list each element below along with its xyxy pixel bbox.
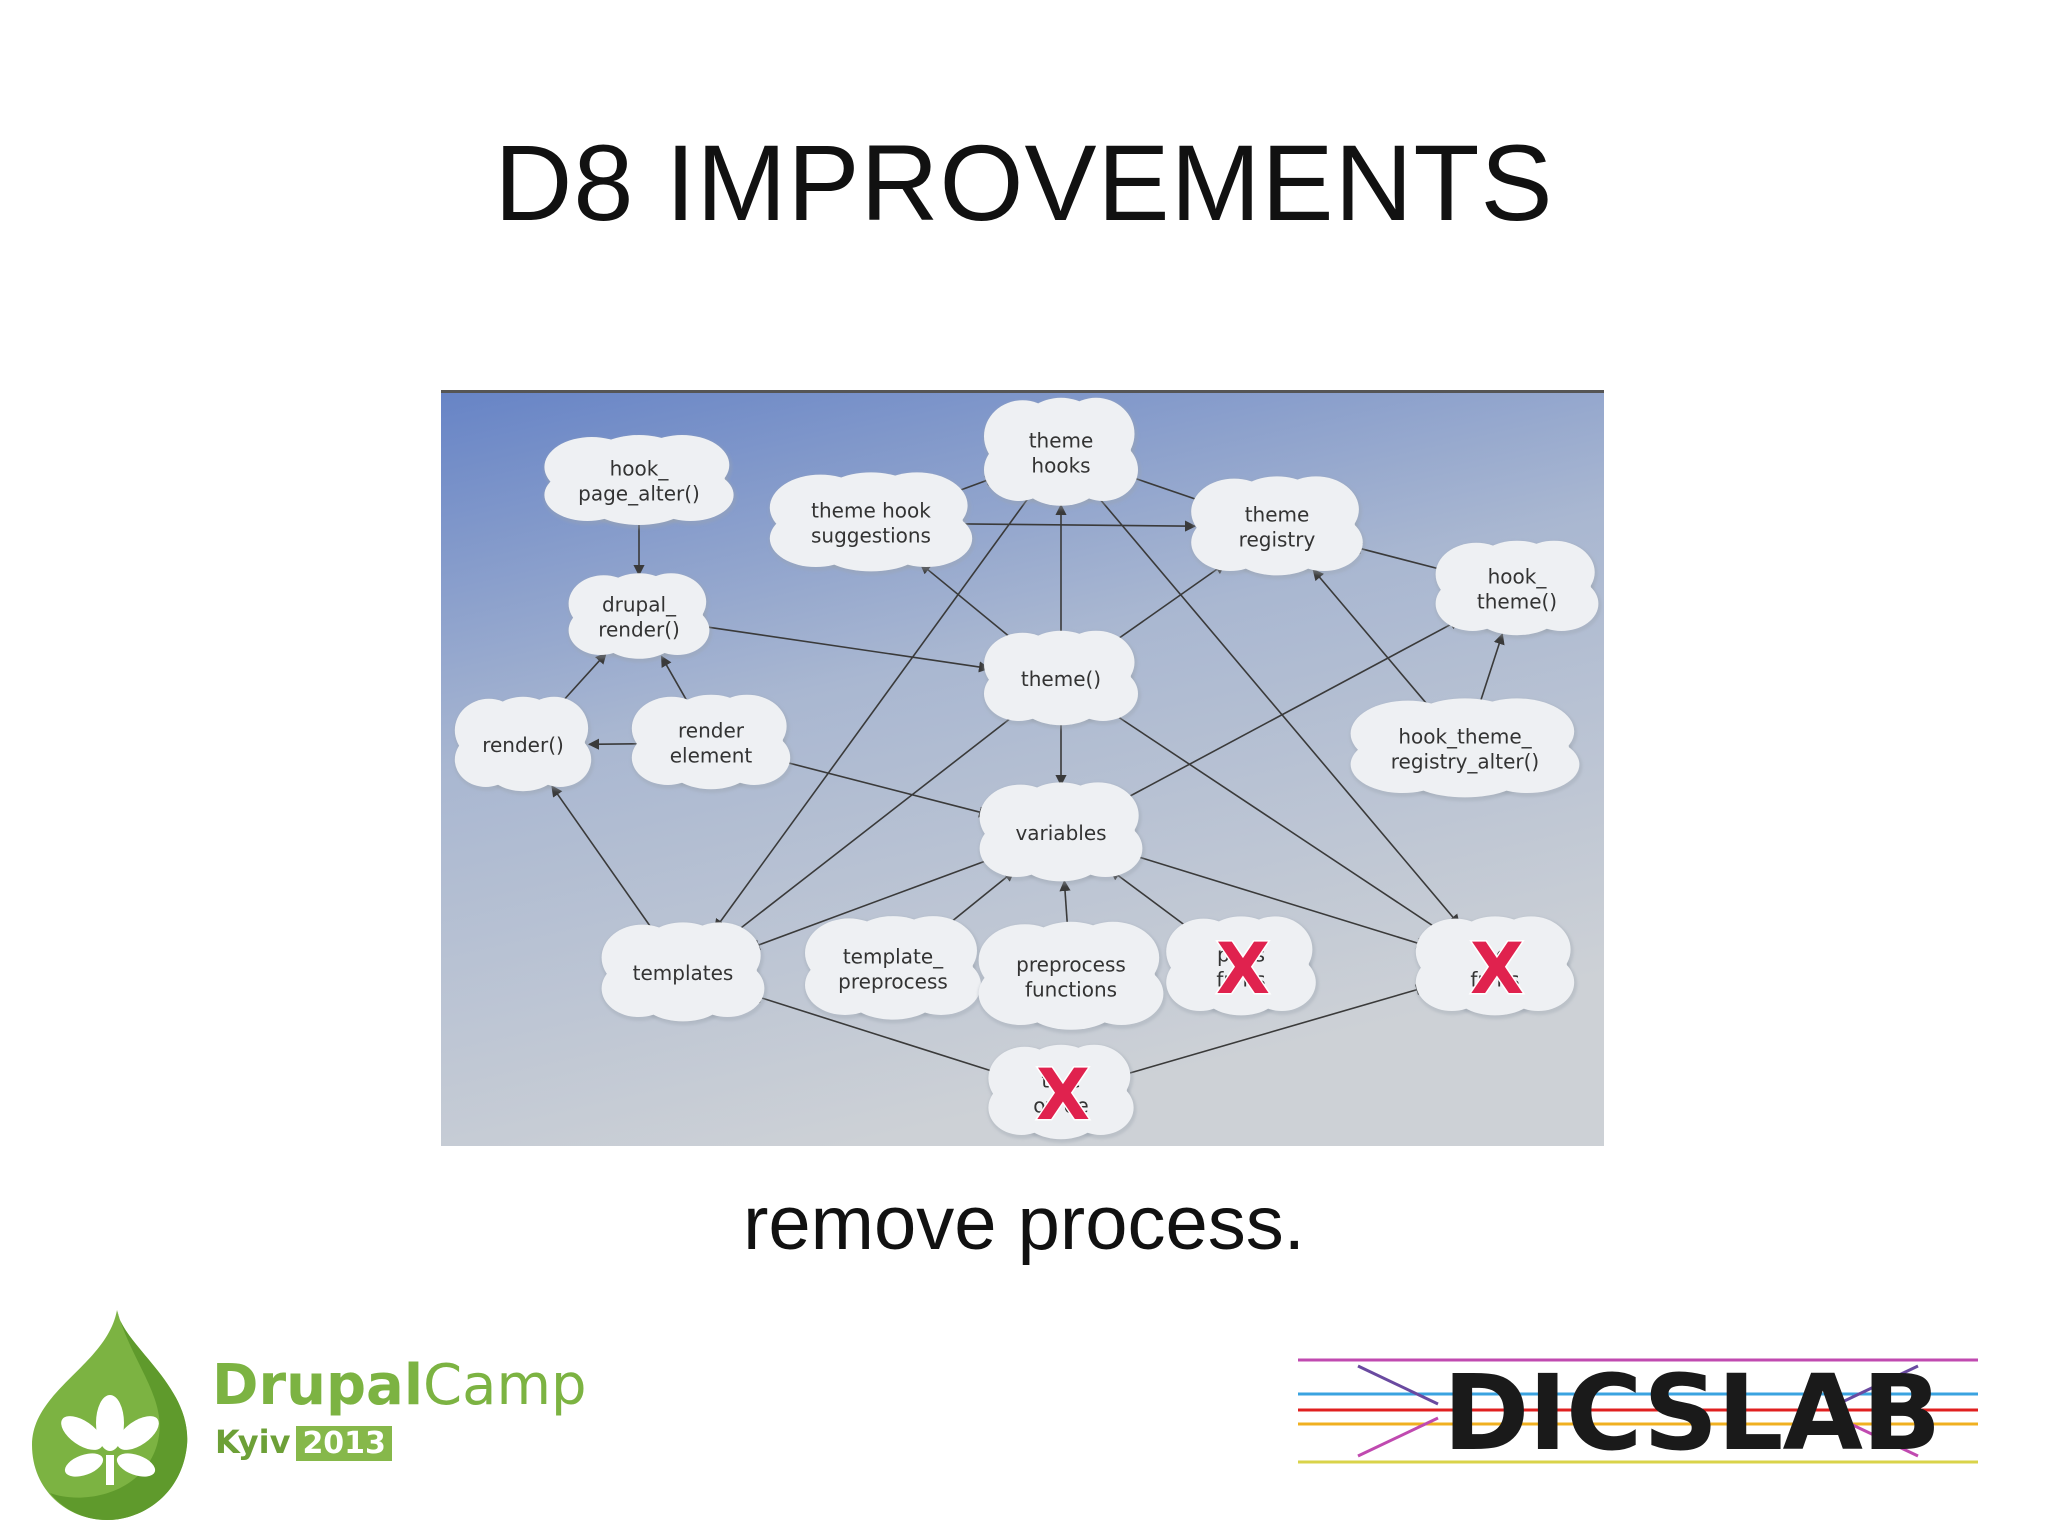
arrow-templates-to-render	[551, 785, 655, 932]
cloud-node-label: hook_	[610, 457, 670, 481]
cloud-node-label: preprocess	[1016, 953, 1126, 977]
cloud-node-label: registry	[1239, 528, 1316, 552]
removed-x-mark-icon: X	[1470, 928, 1524, 1010]
removed-x-mark-icon: X	[1036, 1054, 1090, 1136]
slide-caption: remove process.	[743, 1181, 1305, 1266]
cloud-node-label: preprocess	[838, 970, 948, 994]
arrow-theme-hooks-to-theme-functions	[1096, 495, 1461, 926]
cloud-node-hook-page-alter: hook_page_alter()	[543, 435, 737, 529]
arrow-theme-override-to-theme-functions	[1122, 984, 1428, 1076]
cloud-node-label: hooks	[1031, 454, 1090, 478]
cloud-node-templates: templates	[600, 922, 768, 1026]
arrow-render-element-to-drupal-render	[660, 655, 688, 702]
cloud-node-label: th e	[1041, 1069, 1080, 1093]
cloud-node-hook-theme-registry-alter: hook_theme_registry_alter()	[1349, 698, 1583, 802]
cloud-node-label: functions	[1025, 978, 1117, 1002]
arrow-process-functions-to-variables	[1109, 869, 1196, 934]
cloud-node-label: hook_	[1488, 565, 1548, 589]
arrow-variables-to-templates	[748, 856, 997, 951]
drupalcamp-wordmark: DrupalCamp	[212, 1353, 587, 1418]
cloud-node-label: hook_theme_	[1398, 725, 1532, 749]
cloud-node-drupal-render: drupal_render()	[567, 573, 713, 663]
arrow-theme-override-to-templates	[751, 992, 1001, 1075]
dicslab-lines-graphic	[1298, 1358, 1978, 1464]
cloud-node-label: page_alter()	[578, 482, 700, 506]
cloud-node-hook-theme: hook_theme()	[1434, 540, 1602, 640]
arrow-render-element-to-variables	[778, 759, 991, 818]
cloud-node-label: t e	[1482, 943, 1509, 967]
cloud-node-label: templates	[633, 961, 734, 985]
arrow-render-element-to-render	[587, 738, 638, 750]
cloud-node-label: registry_alter()	[1391, 750, 1539, 774]
arrow-theme-hook-suggestions-to-theme-registry	[964, 520, 1197, 532]
removed-x-mark-icon: X	[1216, 928, 1270, 1010]
cloud-node-label: pr ss	[1217, 943, 1265, 967]
cloud-node-label: element	[670, 744, 753, 768]
cloud-node-label: fu ns	[1470, 968, 1519, 992]
arrow-variables-to-theme-functions	[1128, 853, 1428, 949]
arrow-variables-to-hook-theme	[1117, 618, 1461, 804]
arrow-hook-theme-registry-alter-to-hook-theme	[1479, 633, 1505, 704]
cloud-node-label: theme	[1029, 429, 1094, 453]
cloud-node-label: render()	[482, 733, 564, 757]
drupalcamp-year: 2013	[296, 1426, 392, 1461]
cloud-node-label: ov de	[1033, 1094, 1088, 1118]
cloud-node-label: suggestions	[811, 524, 931, 548]
cloud-node-template-preprocess: template_preprocess	[804, 916, 984, 1024]
cloud-node-label: theme hook	[811, 499, 931, 523]
dicslab-logo: DICSLAB	[1298, 1352, 1978, 1474]
arrow-theme-fn-to-templates	[730, 712, 1018, 937]
arrow-hook-theme-registry-alter-to-theme-registry	[1312, 568, 1430, 707]
cloud-node-label: fu ns	[1216, 968, 1265, 992]
arrow-drupal-render-to-theme-fn	[702, 625, 991, 673]
cloud-node-theme-fn: theme()	[983, 630, 1141, 730]
cloud-node-label: template_	[843, 945, 944, 969]
arrow-theme-hooks-to-templates	[714, 497, 1030, 931]
cloud-node-theme-override: th eov deX	[987, 1044, 1137, 1144]
cloud-node-render: render()	[453, 696, 595, 796]
cloud-node-theme-functions: t efu nsX	[1414, 916, 1578, 1020]
slide-title: D8 IMPROVEMENTS	[494, 122, 1554, 243]
cloud-node-variables: variables	[978, 782, 1146, 886]
dicslab-wordmark: DICSLAB	[1443, 1352, 1941, 1474]
arrow-preprocess-functions-to-variables	[1059, 879, 1071, 928]
cloud-node-label: drupal_	[602, 593, 677, 617]
cloud-node-label: theme()	[1477, 590, 1557, 614]
cloud-node-label: theme()	[1021, 667, 1101, 691]
arrow-theme-fn-to-theme-hook-suggestions	[919, 562, 1019, 645]
cloud-node-label: variables	[1015, 821, 1106, 845]
cloud-node-label: render	[678, 719, 745, 743]
arrow-theme-fn-to-theme-functions	[1109, 710, 1444, 934]
cloud-node-label: theme	[1245, 503, 1310, 527]
arrow-theme-fn-to-theme-registry	[1107, 562, 1226, 647]
drupal-drop-icon	[32, 1310, 188, 1520]
cloud-node-label: render()	[598, 618, 680, 642]
arrow-hook-theme-to-theme-registry	[1350, 543, 1448, 572]
